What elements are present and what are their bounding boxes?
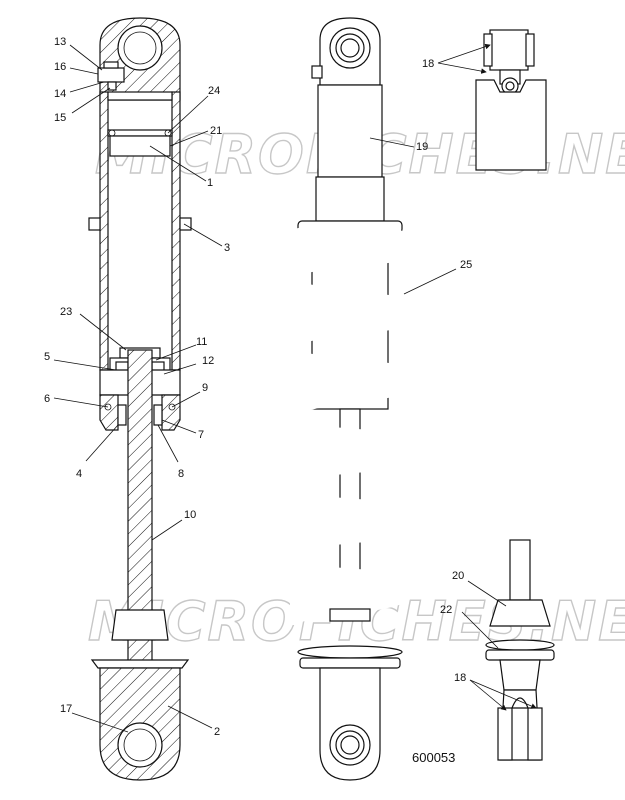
callout-24: 24 bbox=[208, 85, 220, 97]
callout-13: 13 bbox=[54, 36, 66, 48]
callout-1: 1 bbox=[207, 177, 213, 189]
lower-mount-detail bbox=[485, 539, 555, 761]
callout-20: 20 bbox=[452, 570, 464, 582]
callout-17: 17 bbox=[60, 703, 72, 715]
callout-25: 25 bbox=[460, 259, 472, 271]
callout-16: 16 bbox=[54, 61, 66, 73]
callout-21: 21 bbox=[210, 125, 222, 137]
callout-19: 19 bbox=[416, 141, 428, 153]
leader-lines bbox=[53, 43, 537, 733]
callout-18-bottom: 18 bbox=[454, 672, 466, 684]
figure-number: 600053 bbox=[412, 750, 455, 765]
callout-12: 12 bbox=[202, 355, 214, 367]
callout-2: 2 bbox=[214, 726, 220, 738]
callout-4: 4 bbox=[76, 468, 82, 480]
callout-18-top: 18 bbox=[422, 58, 434, 70]
callout-10: 10 bbox=[184, 509, 196, 521]
callout-11: 11 bbox=[196, 336, 207, 348]
callout-14: 14 bbox=[54, 88, 66, 100]
cutaway-shock bbox=[88, 17, 192, 781]
coilover-shock bbox=[284, 17, 416, 781]
callout-5: 5 bbox=[44, 351, 50, 363]
callout-22: 22 bbox=[440, 604, 452, 616]
callout-9: 9 bbox=[202, 382, 208, 394]
callout-23: 23 bbox=[60, 306, 72, 318]
callout-7: 7 bbox=[198, 429, 204, 441]
callout-3: 3 bbox=[224, 242, 230, 254]
top-mount-detail bbox=[475, 29, 547, 171]
callout-labels: 13 16 14 15 24 21 1 3 23 11 5 12 9 6 7 4… bbox=[44, 36, 472, 738]
callout-6: 6 bbox=[44, 393, 50, 405]
callout-15: 15 bbox=[54, 112, 66, 124]
callout-8: 8 bbox=[178, 468, 184, 480]
